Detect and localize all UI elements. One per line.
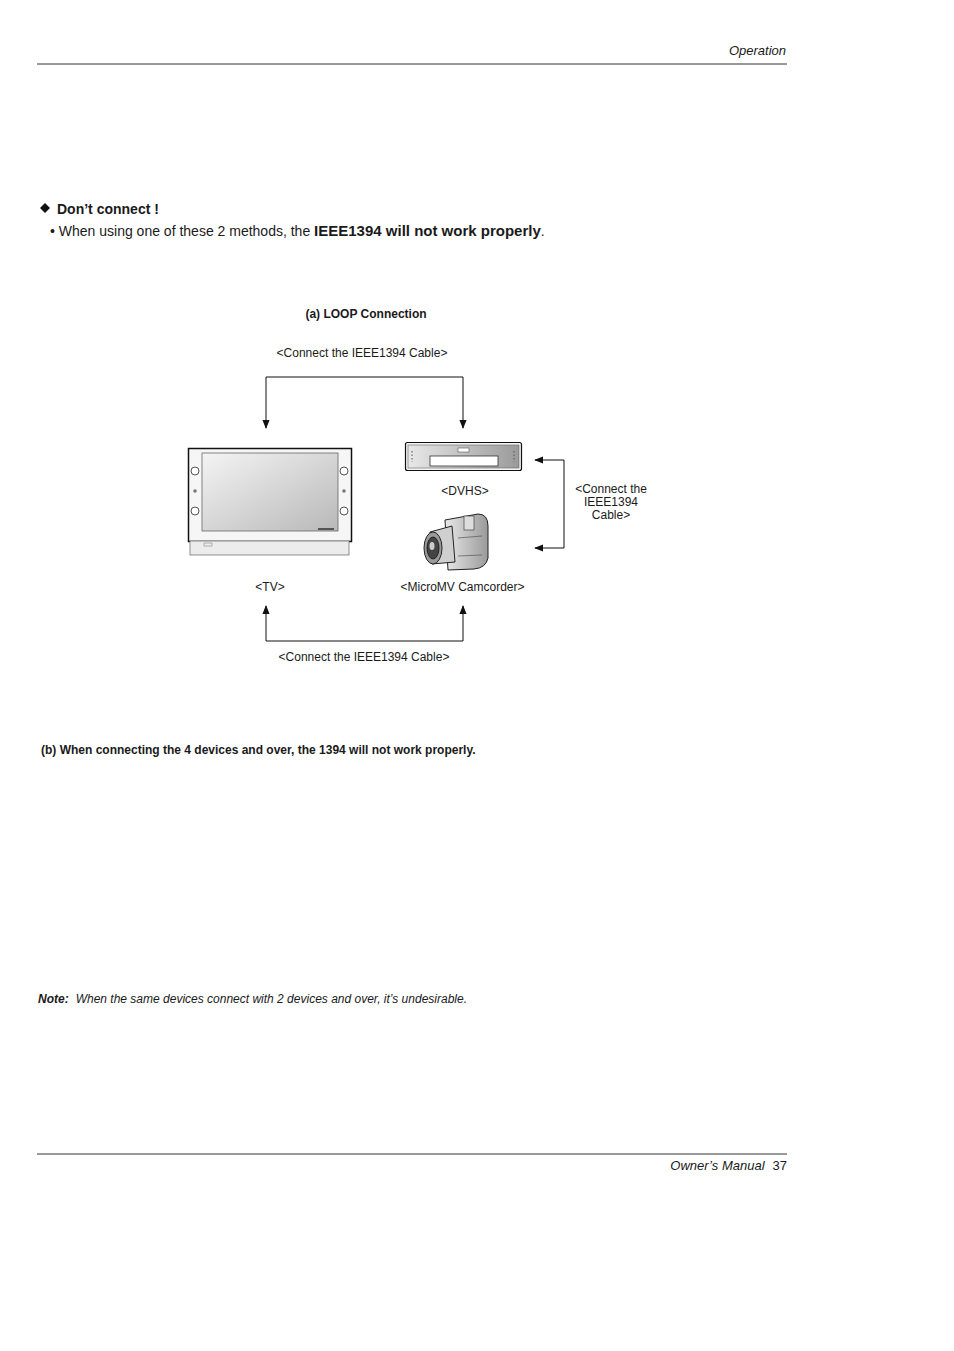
bullet-diamond [40,203,50,213]
camcorder-device: <MicroMV Camcorder> [390,508,535,606]
footer-title: Owner’s Manual [670,1158,764,1173]
ieee1394-cable [535,460,564,548]
ieee1394-cable [266,377,463,428]
cable-label: <Connect the IEEE1394 Cable> [277,651,452,664]
header-rule [37,64,787,65]
warning-emphasis: IEEE1394 will not work properly [314,222,541,239]
device-label: <MicroMV Camcorder> [400,580,524,594]
note-label: Note: [38,992,69,1006]
camcorder-illustration [424,514,488,570]
note-line: Note: When the same devices connect with … [38,992,467,1006]
ieee1394-cable [266,606,463,641]
note-text: When the same devices connect with 2 dev… [76,992,467,1006]
device-label: <TV> [255,580,284,594]
dvhs-device: <DVHS> [395,428,535,500]
warning-text: • When using one of these 2 methods, the [50,223,310,239]
warning-period: . [541,223,545,239]
dvhs-illustration [406,443,522,471]
case-b-heading: (b) When connecting the 4 devices and ov… [41,743,476,757]
cable-label: <Connect the IEEE1394 Cable> [275,347,450,360]
footer-rule [37,1154,787,1155]
warning-line: • When using one of these 2 methods, the… [50,222,545,239]
cable-label: <Connect the IEEE1394 Cable> [567,483,655,522]
tv-illustration [189,449,352,556]
warning-heading: Don’t connect ! [57,201,159,217]
device-label: <DVHS> [441,484,488,498]
diagram-title: (a) LOOP Connection [305,307,426,321]
page-header: Operation [729,43,786,58]
page-number: 37 [773,1158,787,1173]
tv-device: <TV> [188,428,352,606]
